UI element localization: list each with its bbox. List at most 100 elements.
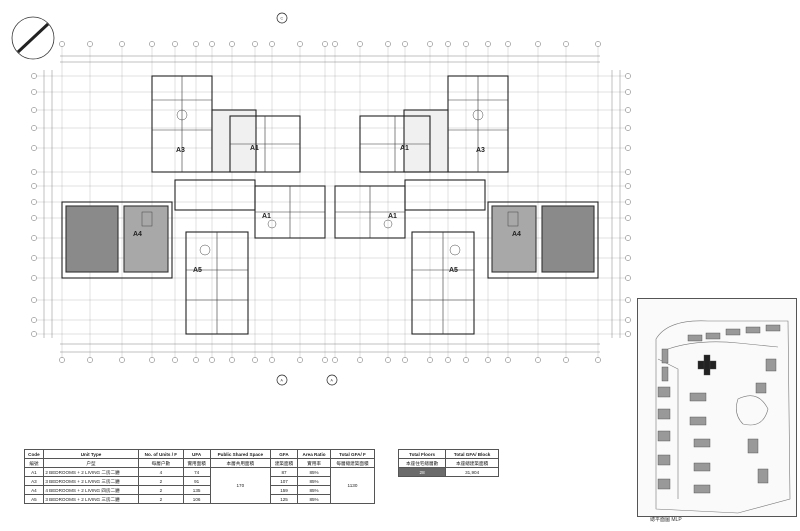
grid-bubble — [172, 41, 178, 47]
header-public: Public Shared Space — [209, 449, 271, 459]
grid-bubble — [269, 41, 275, 47]
header-unit-type: Unit Type — [42, 449, 140, 459]
cell-units: 2 — [138, 476, 184, 486]
table-header-cn-row: 編號 户型 每層户數 實用面積 本層共用面積 建築面積 實用率 每層總建築面積 — [24, 458, 376, 468]
unit-label: A1 — [400, 145, 409, 152]
block-summary-table: Total Floors Total GFA/ Block 本座住宅總層數 本座… — [397, 449, 499, 477]
grid-bubble — [193, 41, 199, 47]
grid-bubbles — [31, 41, 631, 363]
cell-gfa: 87 — [269, 467, 299, 477]
grid-bubble — [485, 41, 491, 47]
grid-bubble — [31, 235, 37, 241]
unit-label: A4 — [512, 231, 521, 238]
cell-unit-type: 3 BEDROOMS + 2 LIVING 三房二廳 — [42, 476, 140, 486]
grid-bubble — [625, 215, 631, 221]
grid-bubble — [625, 89, 631, 95]
site-plan-caption: 總平面圖 MLP — [650, 517, 682, 523]
grid-bubble — [172, 357, 178, 363]
header-total-cn: 每層總建築面積 — [329, 458, 376, 468]
grid-bubble — [322, 41, 328, 47]
grid-bubble — [31, 199, 37, 205]
grid-bubble — [385, 357, 391, 363]
grid-bubble — [149, 41, 155, 47]
grid-bubble — [59, 357, 65, 363]
cell-unit-type: 3 BEDROOMS + 2 LIVING 三房二廳 — [42, 494, 140, 504]
grid-bubble — [625, 145, 631, 151]
cell-gfa: 125 — [269, 494, 299, 504]
table-header-row: Code Unit Type No. of Units / F UFA Publ… — [24, 449, 376, 459]
unit-label: A3 — [476, 147, 485, 154]
header-unit-type-cn: 户型 — [42, 458, 140, 468]
grid-bubble — [229, 357, 235, 363]
cell-code: A3 — [24, 476, 44, 486]
grid-bubble — [463, 357, 469, 363]
grid-bubble — [209, 41, 215, 47]
grid-bubble — [535, 41, 541, 47]
north-arrow-icon — [11, 16, 55, 60]
header-ufa: UFA — [182, 449, 211, 459]
header-code-cn: 編號 — [24, 458, 44, 468]
grid-bubble — [505, 41, 511, 47]
grid-bubble — [31, 275, 37, 281]
header-gfa-cn: 建築面積 — [269, 458, 299, 468]
unit-label: A1 — [262, 213, 271, 220]
cell-ratio: 85% — [297, 467, 331, 477]
cell-units: 2 — [138, 485, 184, 495]
cell-code: A5 — [24, 494, 44, 504]
grid-bubble — [332, 41, 338, 47]
grid-bubble — [31, 331, 37, 337]
grid-bubble — [625, 107, 631, 113]
grid-bubble — [463, 41, 469, 47]
unit-label: A5 — [449, 267, 458, 274]
grid-bubble — [505, 357, 511, 363]
grid-bubble — [402, 357, 408, 363]
grid-bubble — [625, 125, 631, 131]
header-total-gfa-cn: 本座總建築面積 — [445, 458, 499, 468]
unit-label: A5 — [193, 267, 202, 274]
grid-bubble — [427, 357, 433, 363]
grid-bubble — [209, 357, 215, 363]
grid-bubble — [485, 357, 491, 363]
header-ratio-cn: 實用率 — [297, 458, 331, 468]
grid-bubble — [563, 357, 569, 363]
cell-code: A4 — [24, 485, 44, 495]
grid-bubble — [322, 357, 328, 363]
grid-bubble — [357, 41, 363, 47]
header-gfa: GFA — [269, 449, 299, 459]
grid-bubble — [427, 41, 433, 47]
cell-gfa: 159 — [269, 485, 299, 495]
section-marker: A — [326, 374, 338, 386]
grid-bubble — [563, 41, 569, 47]
unit-label: A1 — [388, 213, 397, 220]
grid-bubble — [31, 297, 37, 303]
unit-label: A1 — [250, 145, 259, 152]
grid-bubble — [229, 41, 235, 47]
grid-bubble — [625, 317, 631, 323]
building-left-wing — [61, 75, 326, 335]
grid-bubble — [31, 317, 37, 323]
header-ratio: Area Ratio — [297, 449, 331, 459]
interior-walls — [152, 76, 508, 334]
table-header-cn-row: 本座住宅總層數 本座總建築面積 — [397, 458, 499, 468]
grid-bubble — [87, 357, 93, 363]
dimension-lines — [43, 55, 621, 353]
table-row: A3 3 BEDROOMS + 2 LIVING 三房二廳 2 91 107 8… — [24, 476, 375, 486]
cell-unit-type: 2 BEDROOMS + 2 LIVING 二房二廳 — [42, 467, 140, 477]
cell-unit-type: 4 BEDROOMS + 2 LIVING 四房二廳 — [42, 485, 140, 495]
header-units-cn: 每層户數 — [138, 458, 184, 468]
header-total-gfa: Total GFA/ Block — [445, 449, 499, 459]
cell-total-floors: 28 — [397, 467, 447, 477]
grid-bubble — [31, 107, 37, 113]
cell-ufa: 106 — [182, 494, 211, 504]
grid-bubble — [31, 183, 37, 189]
cell-total-gfa: 31,904 — [445, 467, 499, 477]
table-row: A4 4 BEDROOMS + 2 LIVING 四房二廳 2 135 159 … — [24, 485, 375, 495]
header-total-floors: Total Floors — [397, 449, 447, 459]
grid-bubble — [87, 41, 93, 47]
section-marker: C — [276, 12, 288, 24]
unit-labels: A1 A1 A1 A1 A3 A3 A4 A4 A5 A5 — [133, 145, 521, 274]
unit-label: A3 — [176, 147, 185, 154]
cell-gfa: 107 — [269, 476, 299, 486]
grid-bubble — [595, 357, 601, 363]
